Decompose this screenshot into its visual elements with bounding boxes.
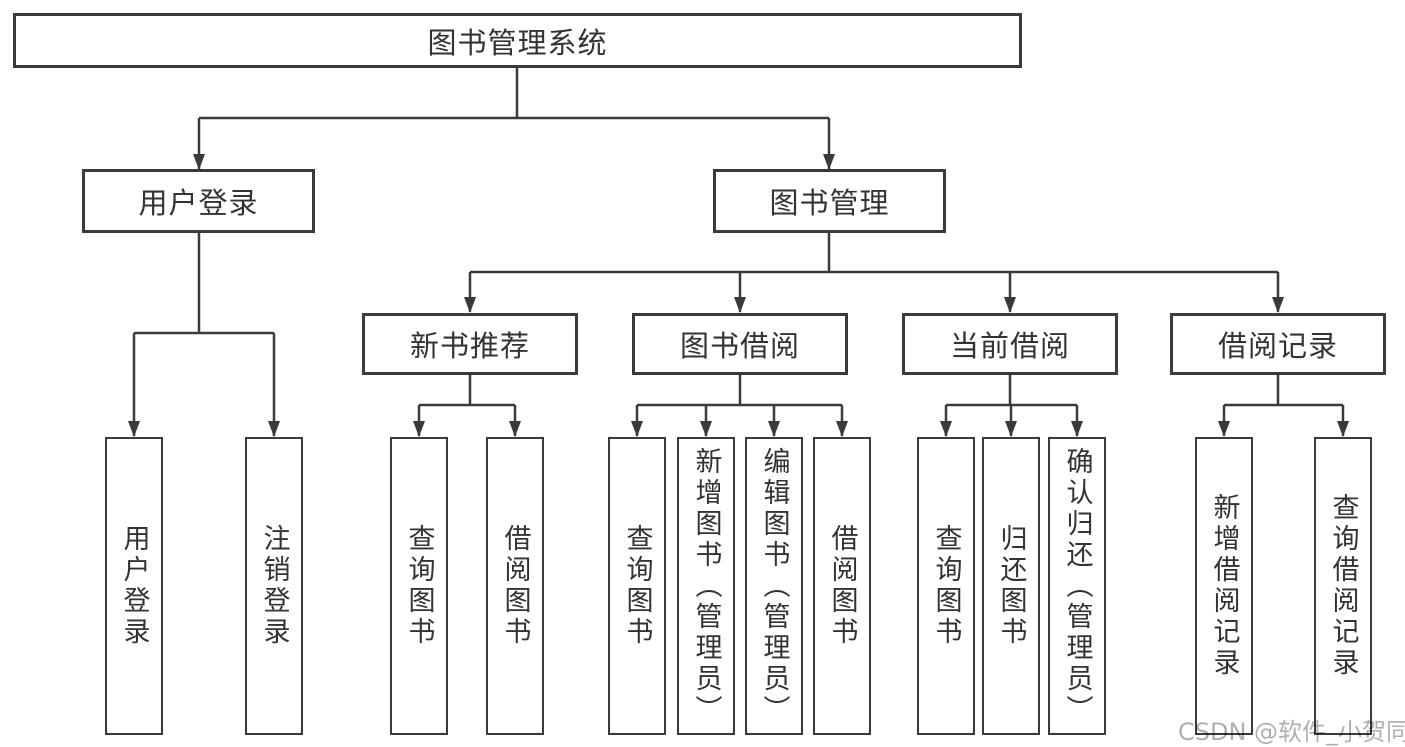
node-book-borrow: 图书借阅	[632, 313, 848, 375]
node-new-book-recommend-label: 新书推荐	[409, 329, 530, 363]
node-book-borrow-label: 图书借阅	[679, 329, 800, 363]
leaf-add-book-admin: 新增图书（管理员）	[677, 437, 735, 735]
csdn-watermark: CSDN @软件_小贺同学	[1178, 718, 1405, 746]
leaf-query-borrow-record-label: 查询借阅记录	[1327, 493, 1359, 679]
node-book-management-label: 图书管理	[769, 186, 890, 220]
leaf-query-book-borrow: 查询图书	[608, 437, 666, 735]
node-root-system: 图书管理系统	[13, 13, 1022, 68]
leaf-confirm-return-admin-label: 确认归还（管理员）	[1061, 446, 1093, 726]
leaf-borrow-book-label: 借阅图书	[826, 524, 858, 648]
leaf-query-book-recommend: 查询图书	[390, 437, 448, 735]
leaf-confirm-return-admin: 确认归还（管理员）	[1048, 437, 1106, 735]
node-user-login: 用户登录	[82, 169, 315, 233]
leaf-edit-book-admin: 编辑图书（管理员）	[745, 437, 803, 735]
connector-book-borrow-branch	[631, 375, 848, 437]
leaf-borrow-book: 借阅图书	[813, 437, 871, 735]
leaf-logout: 注销登录	[245, 437, 303, 735]
leaf-return-book-label: 归还图书	[995, 524, 1027, 648]
leaf-query-book-current-label: 查询图书	[930, 524, 962, 648]
node-borrow-record-label: 借阅记录	[1217, 329, 1338, 363]
connector-book-management-branch	[464, 232, 1284, 313]
leaf-user-login: 用户登录	[105, 437, 163, 735]
leaf-borrow-book-recommend-label: 借阅图书	[499, 524, 531, 648]
leaf-query-book-current: 查询图书	[917, 437, 975, 735]
leaf-add-borrow-record-label: 新增借阅记录	[1208, 493, 1240, 679]
leaf-query-book-recommend-label: 查询图书	[403, 524, 435, 648]
leaf-user-login-label: 用户登录	[118, 524, 150, 648]
leaf-query-book-borrow-label: 查询图书	[621, 524, 653, 648]
node-book-management: 图书管理	[713, 169, 946, 233]
node-user-login-label: 用户登录	[138, 186, 259, 220]
leaf-logout-label: 注销登录	[258, 524, 290, 648]
leaf-edit-book-admin-label: 编辑图书（管理员）	[758, 446, 790, 726]
node-root-label: 图书管理系统	[427, 25, 608, 60]
leaf-return-book: 归还图书	[982, 437, 1040, 735]
node-current-borrow-label: 当前借阅	[949, 329, 1070, 363]
connector-new-book-branch	[413, 375, 521, 437]
leaf-query-borrow-record: 查询借阅记录	[1314, 437, 1372, 735]
leaf-add-book-admin-label: 新增图书（管理员）	[690, 446, 722, 726]
leaf-add-borrow-record: 新增借阅记录	[1195, 437, 1253, 735]
connector-user-login-branch	[128, 232, 280, 437]
node-borrow-record: 借阅记录	[1170, 313, 1386, 375]
connector-current-borrow-branch	[940, 375, 1083, 437]
node-current-borrow: 当前借阅	[902, 313, 1118, 375]
node-new-book-recommend: 新书推荐	[362, 313, 578, 375]
connector-borrow-record-branch	[1218, 375, 1349, 437]
leaf-borrow-book-recommend: 借阅图书	[486, 437, 544, 735]
connector-root-to-level1	[193, 68, 835, 170]
